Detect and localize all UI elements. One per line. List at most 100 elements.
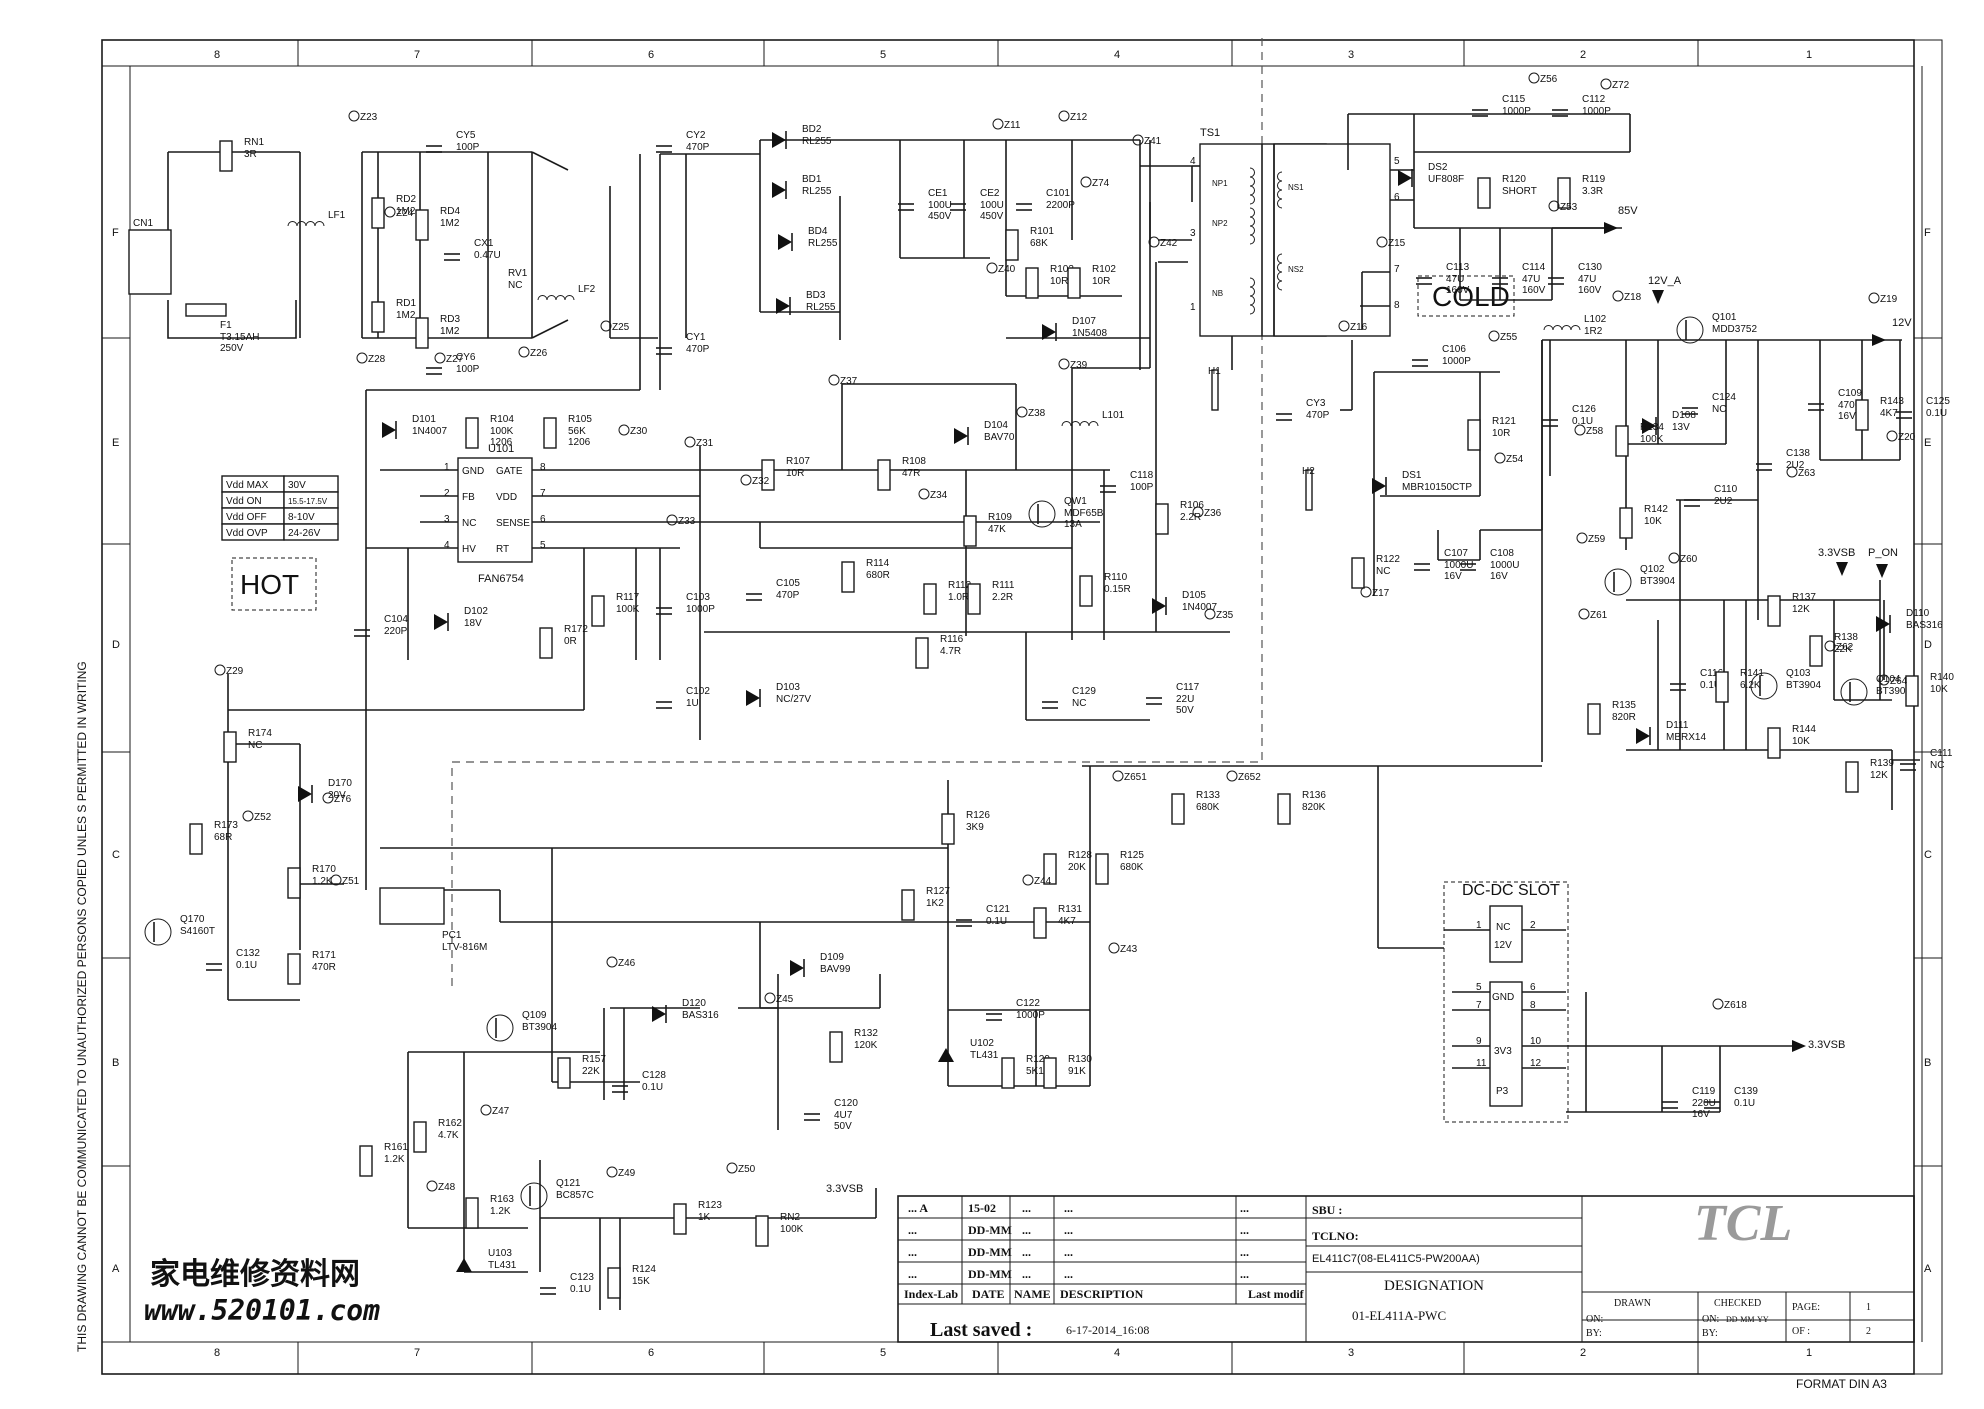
test-point-ref: Z52 — [254, 812, 272, 823]
row-label-left: E — [112, 437, 119, 449]
component-value: 1000U — [1490, 560, 1519, 571]
inductor-coil — [296, 221, 307, 227]
inductor-coil — [1079, 421, 1090, 427]
cold-label: COLD — [1432, 281, 1510, 312]
test-point-ref: Z54 — [1506, 454, 1524, 465]
component-value: 1N5408 — [1072, 328, 1107, 339]
component-ref: D111 — [1666, 720, 1689, 731]
transistor-symbol — [1028, 500, 1056, 528]
component-value: 120K — [854, 1040, 878, 1051]
column-label-bottom: 6 — [648, 1347, 654, 1359]
component-ref: C128 — [642, 1070, 666, 1081]
hot-zone-box — [231, 557, 317, 611]
component-ref: R142 — [1644, 504, 1668, 515]
component-value: 470P — [776, 590, 800, 601]
test-point-ref: Z62 — [1836, 642, 1854, 653]
hot-label: HOT — [240, 569, 299, 600]
resistor-symbol — [1467, 419, 1481, 451]
diode-symbol — [652, 1006, 666, 1022]
rev-name: ... — [1022, 1201, 1031, 1215]
test-point: Z652 — [1226, 770, 1261, 783]
component-ref: R105 — [568, 414, 592, 425]
test-point-marker — [1878, 674, 1890, 686]
component-ref: RD4 — [440, 206, 460, 217]
dcdc-pin-number: 5 — [1476, 982, 1482, 993]
u101-pin-left-name: FB — [462, 492, 475, 503]
test-point-ref: Z56 — [1540, 74, 1558, 85]
column-label-top: 6 — [648, 49, 654, 61]
u101-pin-left-number: 3 — [444, 514, 450, 525]
inductor-coil — [537, 295, 548, 301]
component-value: 20V — [328, 790, 346, 801]
component-ref: BD3 — [806, 290, 826, 301]
rail-3v3sb-a: 3.3VSB — [1818, 547, 1855, 559]
dcdc-p3-label: P3 — [1496, 1086, 1509, 1097]
test-point-ref: Z31 — [696, 438, 714, 449]
ts1-coil — [1249, 304, 1255, 315]
component-value: 0.1U — [642, 1082, 663, 1093]
component-value: 1M2 — [396, 206, 416, 217]
rev-index: ... — [908, 1245, 917, 1259]
component-value: 3K9 — [966, 822, 984, 833]
diode-symbol — [382, 422, 396, 438]
test-point-ref: Z17 — [1372, 588, 1390, 599]
test-point: Z47 — [480, 1104, 510, 1117]
resistor-symbol — [1043, 853, 1057, 885]
component-ref: RD2 — [396, 194, 416, 205]
component-value: 470P — [686, 344, 710, 355]
component-ref: R109 — [988, 512, 1012, 523]
test-point-marker — [1376, 236, 1388, 248]
component-value: NC — [1712, 404, 1726, 415]
component-ref: R171 — [312, 950, 336, 961]
test-point-ref: Z39 — [1070, 360, 1088, 371]
component-value: 1206 — [490, 437, 513, 448]
component-value: 0.1U — [1700, 680, 1721, 691]
component-ref: L102 — [1584, 314, 1607, 325]
component-h1: H1 — [1208, 366, 1221, 411]
component-ref: C123 — [570, 1272, 594, 1283]
component-value: 100P — [1130, 482, 1154, 493]
ts1-pin-number: 6 — [1394, 192, 1400, 203]
component-ref: R137 — [1792, 592, 1816, 603]
component-ref: LF1 — [328, 210, 346, 221]
test-point: Z41 — [1132, 134, 1162, 147]
test-point-marker — [1080, 176, 1092, 188]
test-point: Z34 — [918, 488, 948, 501]
test-point-ref: Z63 — [1798, 468, 1816, 479]
resistor-symbol — [1043, 1057, 1057, 1089]
diode-symbol — [1372, 478, 1386, 494]
component-value: NC — [1376, 566, 1390, 577]
component-ref: R161 — [384, 1142, 408, 1153]
component-cn1: CN1 — [128, 218, 172, 295]
test-point-ref: Z49 — [618, 1168, 636, 1179]
component-value: MBR10150CTP — [1402, 482, 1472, 493]
of-label: OF : — [1792, 1326, 1810, 1337]
component-value: 16V — [1838, 411, 1856, 422]
fuse-symbol — [185, 303, 227, 317]
component-value: NC/27V — [776, 694, 811, 705]
ts1-coil — [1277, 280, 1283, 291]
column-label-top: 2 — [1580, 49, 1586, 61]
component-value: 0R — [564, 636, 577, 647]
component-ref: CY3 — [1306, 398, 1326, 409]
component-ref: C102 — [686, 686, 710, 697]
test-point-ref: Z48 — [438, 1182, 456, 1193]
component-ref: C116 — [1700, 668, 1724, 679]
component-ref: R170 — [312, 864, 336, 875]
